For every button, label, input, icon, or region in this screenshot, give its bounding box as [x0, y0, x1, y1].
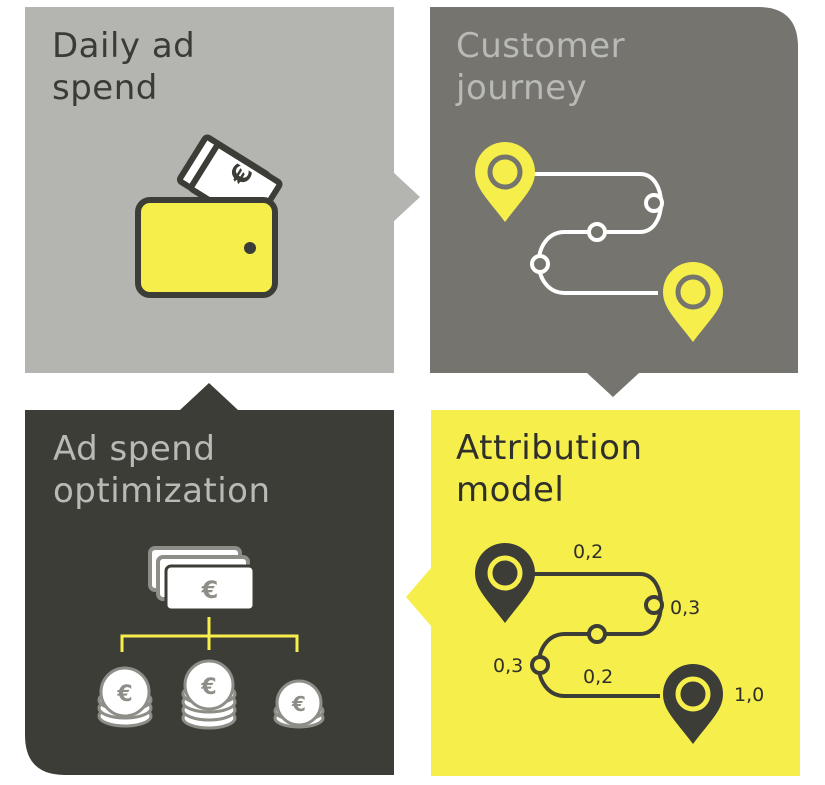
attribution-weight-label: 0,3 [493, 655, 523, 677]
attribution-touchpoint-1 [644, 595, 664, 615]
journey-waypoints [530, 193, 664, 274]
coin-stack-center-icon [181, 659, 237, 730]
arrow-down-icon [587, 373, 639, 397]
attribution-touchpoint-2 [587, 624, 607, 644]
attribution-start-pin-icon [475, 543, 535, 623]
arrow-left-icon [406, 568, 431, 626]
journey-waypoint-2 [587, 222, 607, 242]
coin-left-currency-symbol: € [116, 682, 132, 707]
arrow-up-icon [180, 383, 238, 410]
attribution-weight-labels: 0,2 0,3 0,3 0,2 1,0 [493, 541, 764, 706]
attribution-weight-label: 0,3 [670, 597, 700, 619]
coin-right-currency-symbol: € [291, 692, 306, 716]
attribution-route-line [532, 572, 663, 698]
journey-start-pin-icon [475, 142, 535, 222]
coin-center-currency-symbol: € [200, 675, 216, 700]
journey-waypoint-1 [644, 193, 664, 213]
attribution-weight-label: 0,2 [583, 666, 613, 688]
panel-title-daily-ad-spend: Daily ad spend [52, 26, 196, 108]
banknote-stack-icon [148, 546, 256, 612]
attribution-weight-label: 0,2 [573, 541, 603, 563]
wallet-clasp-icon [244, 242, 256, 254]
journey-end-pin-icon [663, 262, 723, 342]
attribution-touchpoint-3 [530, 655, 550, 675]
attribution-touchpoints [530, 595, 664, 675]
attribution-end-pin-icon [663, 664, 723, 744]
attribution-path [532, 572, 663, 698]
customer-journey-path [530, 172, 663, 295]
attribution-weight-label: 1,0 [734, 684, 764, 706]
journey-waypoint-3 [530, 254, 550, 274]
coin-stack-left-icon [97, 666, 153, 728]
panel-title-customer-journey: Customer journey [456, 26, 626, 108]
wallet-body-icon [135, 197, 278, 298]
distribution-tree-lines [120, 617, 299, 652]
wallet-icon [135, 134, 283, 298]
panel-title-ad-spend-optimization: Ad spend optimization [53, 429, 271, 511]
banknote-currency-symbol: € [201, 576, 219, 604]
arrow-right-icon [393, 172, 420, 222]
coin-stack-right-icon [273, 679, 325, 729]
journey-route-line [530, 172, 663, 295]
banknote-stack-front [164, 564, 256, 612]
panel-title-attribution-model: Attribution model [456, 428, 643, 510]
